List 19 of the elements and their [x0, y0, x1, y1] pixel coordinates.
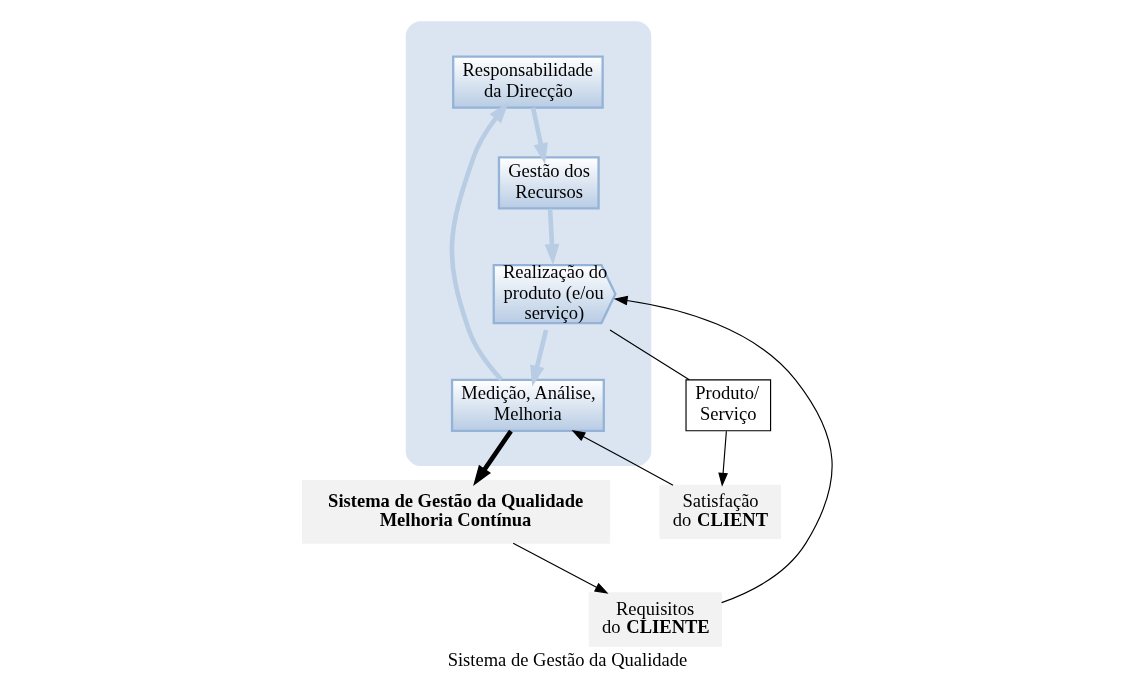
arrow — [544, 208, 559, 266]
node-box: Medição, Análise, Melhoria — [450, 378, 605, 432]
arrow — [613, 295, 832, 604]
arrow — [570, 430, 674, 486]
node-box: Satisfação do CLIENT — [658, 484, 781, 540]
node-box: Sistema de Gestão da Qualidade Melhoria Contínua — [301, 480, 610, 544]
cluster — [405, 21, 651, 467]
arrow — [472, 429, 513, 486]
node-box: Produto/ Serviço — [684, 379, 771, 432]
arrow — [449, 102, 509, 382]
arrow — [717, 430, 728, 487]
connector — [608, 329, 690, 381]
arrow — [530, 107, 548, 165]
caption: Sistema de Gestão da Qualidade — [447, 648, 687, 670]
node-box: Gestão dos Recursos — [497, 156, 600, 210]
arrow — [512, 542, 609, 594]
node-box: Responsabilidade da Direcção — [451, 55, 604, 109]
node-box: Requisitos do CLIENTE — [588, 592, 722, 647]
arrow — [529, 329, 548, 387]
